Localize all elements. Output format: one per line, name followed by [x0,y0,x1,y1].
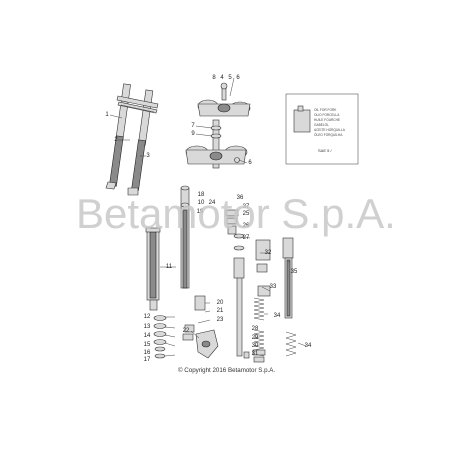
rebound-spring [285,331,297,357]
callout-10: 10 [198,200,205,206]
callout-2: 2 [114,137,118,143]
callout-33: 33 [270,284,277,290]
callout-18: 18 [198,192,205,198]
callout-15: 15 [144,342,151,348]
callout-34: 34 [305,343,312,349]
callout-29: 29 [252,335,259,341]
callout-17: 17 [144,357,151,363]
fork-exploded-view [145,185,297,363]
callouts: 1 2 3 8 4 5 6 7 9 6 18 10 24 19 36 37 25… [105,75,312,363]
leader-lines [109,77,307,357]
callout-22: 22 [183,328,190,334]
callout-7: 7 [191,123,195,129]
fork-oil-spec-box: OIL FOR FORK OLIO FORCELLA HUILE FOURCHE… [285,93,359,165]
callout-1: 1 [105,112,109,118]
callout-31: 31 [252,351,259,357]
callout-37: 37 [243,204,250,210]
oil-sae-grade: SAE 5 / [318,148,332,153]
callout-27: 27 [243,235,250,241]
oil-line-4: GABELÖL [314,123,329,127]
callout-25: 25 [243,211,250,217]
callout-19: 19 [197,209,204,215]
oil-can-icon [293,105,311,133]
oil-line-6: ÓLEO FORQUILHA [314,132,343,137]
callout-24: 24 [209,200,216,206]
callout-30: 30 [252,343,259,349]
callout-13: 13 [144,324,151,330]
copyright-notice: © Copyright 2016 Betamotor S.p.A. [178,367,275,374]
callout-6-top: 6 [236,75,240,81]
callout-26: 26 [243,223,250,229]
callout-23: 23 [217,317,224,323]
callout-3: 3 [146,153,150,159]
callout-32: 32 [265,250,272,256]
fork-assembly-complete [105,83,159,196]
callout-21: 21 [217,308,224,314]
callout-16: 16 [144,350,151,356]
callout-8: 8 [212,75,216,81]
callout-11: 11 [166,264,173,270]
steering-stem-assembly [185,82,251,169]
callout-36: 36 [237,195,244,201]
oil-line-5: ACEITE HORQUILLA [314,128,346,132]
oil-line-3: HUILE FOURCHE [314,118,340,122]
callout-14: 14 [144,333,151,339]
callout-9: 9 [191,131,195,137]
callout-35: 35 [291,269,298,275]
callout-5: 5 [228,75,232,81]
watermark: Betamotor S.p.A. [76,190,396,237]
callout-20: 20 [217,300,224,306]
callout-12: 12 [144,314,151,320]
callout-28: 28 [252,326,259,332]
callout-6: 6 [248,160,252,166]
callout-34-left: 34 [274,313,281,319]
oil-line-1: OIL FOR FORK [314,108,337,112]
oil-line-2: OLIO FORCELLA [314,113,340,117]
callout-4: 4 [220,75,224,81]
